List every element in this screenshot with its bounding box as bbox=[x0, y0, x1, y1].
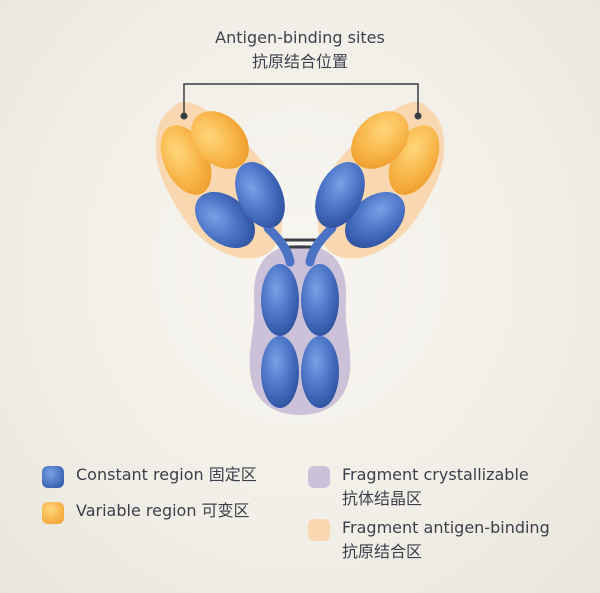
variable-domain-right-inner bbox=[351, 111, 409, 169]
binding-sites-label-en: Antigen-binding sites bbox=[215, 28, 385, 47]
hinge-connector-right bbox=[305, 223, 337, 267]
fc-domain-lower-left bbox=[261, 336, 299, 408]
legend-label-fab-zh: 抗原结合区 bbox=[342, 542, 423, 561]
hinge-connector-left bbox=[263, 223, 295, 267]
variable-swatch bbox=[42, 502, 64, 524]
legend-label-fab-en: Fragment antigen-binding bbox=[342, 518, 550, 537]
constant-domain-left-outer bbox=[195, 191, 255, 249]
fab-swatch bbox=[308, 519, 330, 541]
constant-swatch bbox=[42, 466, 64, 488]
binding-site-dot-left bbox=[180, 112, 188, 120]
binding-site-bracket bbox=[183, 83, 419, 115]
legend-item-constant: Constant region 固定区 bbox=[42, 463, 257, 488]
legend-item-variable: Variable region 可变区 bbox=[42, 499, 250, 524]
variable-domain-left-inner bbox=[191, 111, 249, 169]
fc-domain-upper-left bbox=[261, 264, 299, 336]
legend-label-fc-zh: 抗体结晶区 bbox=[342, 489, 423, 508]
legend-item-fab: Fragment antigen-binding 抗原结合区 bbox=[308, 516, 550, 564]
fc-domain-lower-right bbox=[301, 336, 339, 408]
fc-domain-upper-right bbox=[301, 264, 339, 336]
binding-sites-label-zh: 抗原结合位置 bbox=[251, 52, 348, 71]
binding-site-dot-right bbox=[414, 112, 422, 120]
constant-domain-right-outer bbox=[345, 191, 405, 249]
legend-label-variable: Variable region 可变区 bbox=[76, 501, 250, 520]
legend-label-fc-en: Fragment crystallizable bbox=[342, 465, 529, 484]
legend-label-constant: Constant region 固定区 bbox=[76, 465, 257, 484]
constant-domain-left-inner bbox=[235, 161, 285, 229]
constant-domain-right-inner bbox=[315, 161, 365, 229]
fc-swatch bbox=[308, 466, 330, 488]
legend-item-fc: Fragment crystallizable 抗体结晶区 bbox=[308, 463, 529, 511]
